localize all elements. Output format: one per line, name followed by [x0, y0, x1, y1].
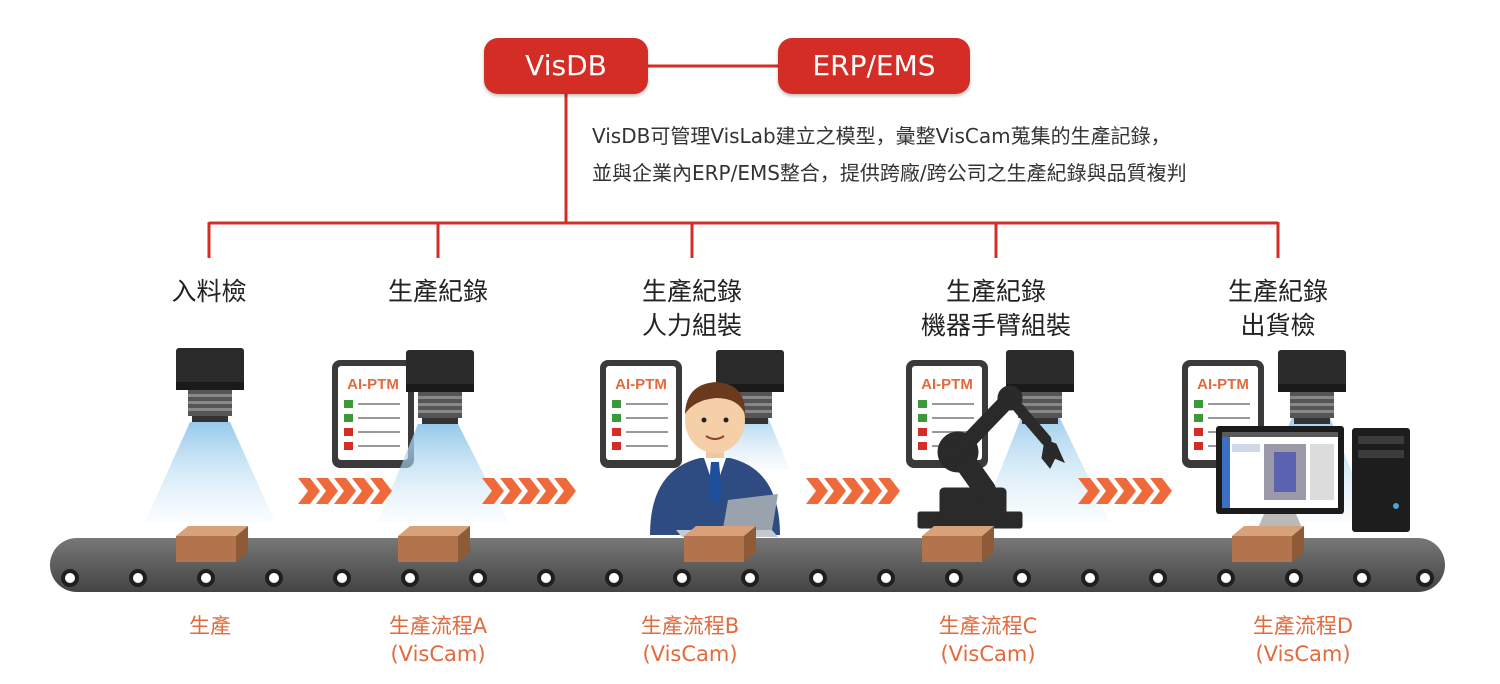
- description-line-1: VisDB可管理VisLab建立之模型，彙整VisCam蒐集的生產記錄，: [592, 124, 1171, 148]
- stage-label-1: 入料檢: [171, 277, 247, 306]
- stage-label-4: 生產紀錄 機器手臂組裝: [920, 277, 1071, 340]
- product-box-3: [684, 526, 756, 562]
- camera-5: [1278, 350, 1346, 424]
- camera-beam-1: [145, 422, 275, 522]
- conveyor-rollers: [61, 569, 1434, 587]
- camera-2: [406, 350, 474, 424]
- flow-arrows-1: [298, 478, 392, 504]
- product-box-4: [922, 526, 994, 562]
- camera-beam-2: [378, 424, 508, 522]
- camera-1: [176, 348, 244, 422]
- card-title-2: AI-PTM: [347, 376, 399, 393]
- pc-tower-icon: [1352, 428, 1410, 532]
- product-box-1: [176, 526, 248, 562]
- card-title-5: AI-PTM: [1197, 376, 1249, 393]
- visdb-label: VisDB: [525, 49, 607, 82]
- flow-arrows-2: [482, 478, 576, 504]
- flow-arrows-3: [806, 478, 900, 504]
- product-box-5: [1232, 526, 1304, 562]
- card-title-3: AI-PTM: [615, 376, 667, 393]
- bottom-label-2: 生產流程A (VisCam): [388, 614, 488, 666]
- bottom-label-5: 生產流程D (VisCam): [1252, 614, 1354, 666]
- stage-label-2: 生產紀錄: [387, 277, 488, 306]
- bottom-label-3: 生產流程B (VisCam): [640, 614, 740, 666]
- card-title-4: AI-PTM: [921, 376, 973, 393]
- stage-label-5: 生產紀錄 出貨檢: [1227, 277, 1328, 340]
- stage-label-3: 生產紀錄 人力組裝: [641, 277, 742, 340]
- erp-ems-label: ERP/EMS: [812, 49, 936, 82]
- camera-beam-4: [980, 408, 1110, 522]
- product-box-2: [398, 526, 470, 562]
- robot-arm-icon: [917, 385, 1065, 529]
- erp-ems-box: ERP/EMS: [778, 38, 970, 94]
- bottom-label-4: 生產流程C (VisCam): [938, 614, 1038, 666]
- description-line-2: 並與企業內ERP/EMS整合，提供跨廠/跨公司之生產紀錄與品質複判: [592, 161, 1187, 185]
- flow-arrows-4: [1078, 478, 1172, 504]
- bottom-label-1: 生產: [189, 614, 231, 638]
- visdb-box: VisDB: [484, 38, 648, 94]
- monitor-icon: [1216, 426, 1344, 528]
